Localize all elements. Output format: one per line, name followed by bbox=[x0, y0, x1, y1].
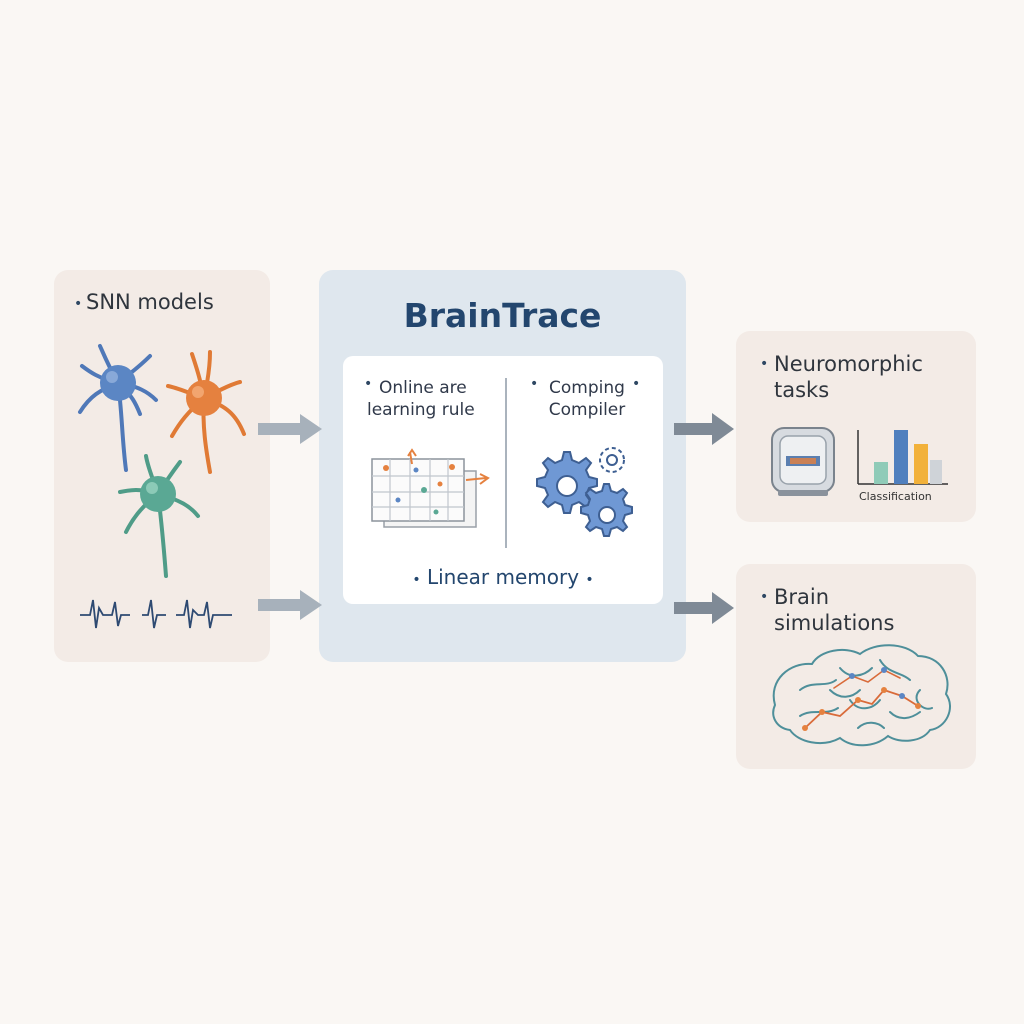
grid-icon bbox=[371, 448, 490, 528]
brain-simulations-panel bbox=[736, 564, 976, 769]
brain-line2: simulations bbox=[774, 611, 895, 635]
online-learning-line1: Online are bbox=[379, 378, 467, 398]
bullet-dot: • bbox=[530, 376, 539, 392]
neuromorphic-tasks-label: Neuromorphic tasks bbox=[774, 351, 923, 403]
chip-icon bbox=[771, 427, 835, 496]
spike-train-icon bbox=[80, 599, 232, 629]
neuron-icon-green bbox=[118, 454, 200, 578]
bullet-dot: • bbox=[760, 589, 769, 605]
neuron-soma-blue bbox=[100, 365, 136, 401]
page-title: BrainTrace bbox=[403, 296, 602, 335]
neuromorphic-line2: tasks bbox=[774, 378, 830, 402]
snn-models-label: SNN models bbox=[86, 290, 214, 314]
online-learning-label: Online are learning rule bbox=[367, 377, 475, 421]
linear-memory-text: Linear memory bbox=[426, 565, 580, 589]
online-learning-line2: learning rule bbox=[367, 400, 475, 420]
arrow-icon bbox=[258, 413, 734, 624]
compiler-line2: Compiler bbox=[548, 400, 626, 420]
bullet-dot: • bbox=[74, 296, 83, 312]
neuron-soma-green bbox=[140, 476, 176, 512]
snn-models-panel bbox=[54, 270, 270, 662]
bullet-dot: • bbox=[632, 376, 641, 392]
brain-simulations-label: Brain simulations bbox=[774, 584, 894, 636]
neuron-soma-orange bbox=[186, 380, 222, 416]
compiler-line1: Comping bbox=[549, 378, 625, 398]
neuromorphic-line1: Neuromorphic bbox=[774, 352, 923, 376]
gear-icon bbox=[536, 447, 633, 537]
bullet-dot: • bbox=[364, 376, 373, 392]
card-divider bbox=[505, 378, 507, 548]
brain-icon bbox=[772, 644, 951, 747]
bullet-dot: • bbox=[760, 356, 769, 372]
neuron-icon-blue bbox=[78, 344, 158, 472]
classification-label: Classification bbox=[859, 490, 932, 503]
linear-memory-label: • Linear memory • bbox=[412, 565, 594, 589]
compiler-label: Comping Compiler bbox=[542, 377, 632, 421]
bar-chart-icon bbox=[857, 430, 948, 485]
brain-line1: Brain bbox=[774, 585, 830, 609]
